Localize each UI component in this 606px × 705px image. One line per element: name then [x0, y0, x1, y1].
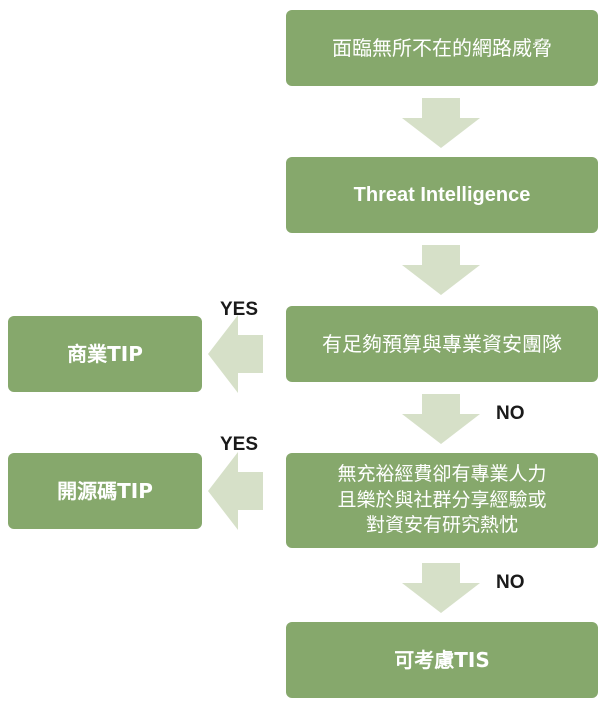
arrow-left-icon [208, 452, 263, 530]
flow-node-start: 面臨無所不在的網路威脅 [286, 10, 598, 86]
edge-label-no: NO [496, 403, 525, 424]
node-label: 商業TIP [67, 341, 143, 366]
arrow-left-icon [208, 315, 263, 393]
node-label: Threat Intelligence [353, 183, 531, 206]
node-label: 開源碼TIP [57, 478, 153, 503]
flow-node-threat-intelligence: Threat Intelligence [286, 157, 598, 233]
node-label: 有足夠預算與專業資安團隊 [322, 331, 562, 356]
flow-node-consider-tis: 可考慮TIS [286, 622, 598, 698]
flow-node-community-decision: 無充裕經費卻有專業人力 且樂於與社群分享經驗或 對資安有研究熱忱 [286, 453, 598, 548]
arrow-down-icon [402, 563, 480, 613]
arrow-down-icon [402, 98, 480, 148]
flow-node-budget-decision: 有足夠預算與專業資安團隊 [286, 306, 598, 382]
arrow-down-icon [402, 245, 480, 295]
flow-node-open-source-tip: 開源碼TIP [8, 453, 202, 529]
flow-node-commercial-tip: 商業TIP [8, 316, 202, 392]
edge-label-yes: YES [220, 434, 259, 455]
node-label: 可考慮TIS [394, 647, 490, 672]
arrow-down-icon [402, 394, 480, 444]
node-label: 無充裕經費卻有專業人力 且樂於與社群分享經驗或 對資安有研究熱忱 [337, 463, 547, 537]
edge-label-yes: YES [220, 299, 259, 320]
edge-label-no: NO [496, 572, 525, 593]
node-label: 面臨無所不在的網路威脅 [332, 35, 552, 60]
